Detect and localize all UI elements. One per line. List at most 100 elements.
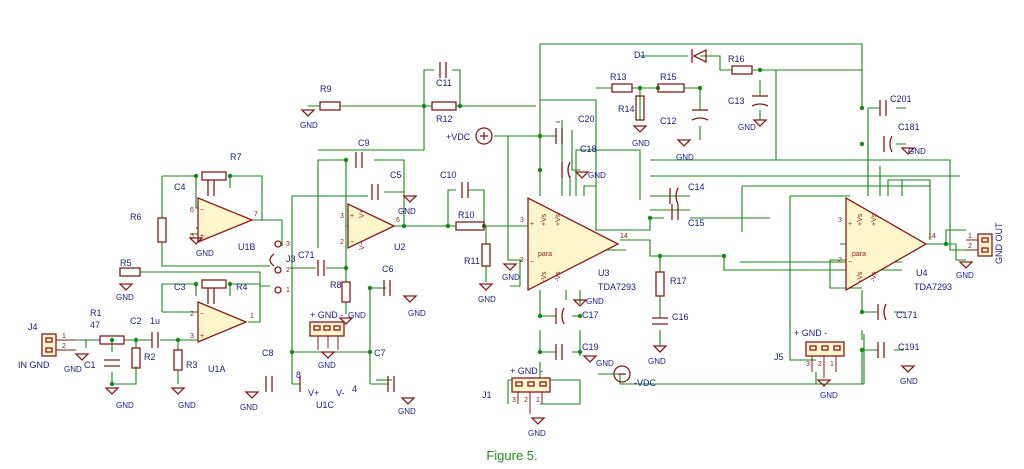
svg-text:2: 2 — [340, 239, 344, 246]
label-d1: D1 — [634, 50, 646, 60]
svg-text:GND: GND — [240, 403, 258, 412]
svg-text:V−: V− — [359, 241, 366, 250]
power-vdc-plus — [475, 127, 493, 145]
label-c2: C2 — [130, 316, 142, 326]
label-j1: J1 — [482, 390, 492, 400]
svg-text:GND: GND — [116, 293, 134, 302]
power-vdc-minus — [613, 365, 631, 383]
svg-text:3: 3 — [286, 241, 290, 248]
svg-text:2: 2 — [818, 361, 822, 368]
label-pin8: 8 — [296, 370, 301, 380]
svg-text:-Vs: -Vs — [555, 271, 562, 282]
label-c10: C10 — [440, 170, 457, 180]
svg-text:14: 14 — [620, 233, 628, 240]
label-r14: R14 — [618, 104, 635, 114]
svg-text:GND: GND — [196, 249, 214, 258]
opamp-u1b: −+ 657 — [190, 197, 258, 243]
wiring — [76, 43, 966, 405]
label-j5-header: + GND - — [794, 328, 827, 338]
label-r6: R6 — [130, 212, 142, 222]
label-c13: C13 — [728, 96, 745, 106]
svg-text:1: 1 — [536, 397, 540, 404]
opamp-u1a: −+ 231 — [190, 301, 254, 343]
svg-text:-Vs: -Vs — [541, 271, 548, 282]
label-c4: C4 — [174, 182, 186, 192]
capacitors — [104, 62, 893, 392]
figure-caption: Figure 5. — [486, 448, 538, 463]
label-c191: C191 — [898, 342, 920, 352]
label-c8: C8 — [262, 348, 274, 358]
label-j4: J4 — [28, 322, 38, 332]
svg-text:1: 1 — [286, 287, 290, 294]
label-c181: C181 — [898, 122, 920, 132]
label-c171: C171 — [896, 310, 918, 320]
label-r13: R13 — [610, 72, 627, 82]
svg-text:2: 2 — [286, 267, 290, 274]
connector-j4: 12 — [41, 333, 76, 357]
label-vplus: V+ — [308, 388, 319, 398]
svg-text:V+: V+ — [359, 209, 366, 218]
label-vdc-minus: -VDC — [634, 378, 656, 388]
svg-text:−: − — [350, 239, 354, 246]
svg-text:14: 14 — [928, 233, 936, 240]
label-c71: C71 — [298, 250, 315, 260]
label-c9: C9 — [358, 138, 370, 148]
label-j1-header: + GND - — [510, 366, 543, 376]
svg-text:−: − — [200, 311, 204, 318]
label-c11: C11 — [436, 78, 452, 88]
label-r8: R8 — [330, 280, 342, 290]
svg-text:+: + — [530, 221, 534, 228]
connector-out: 12 — [966, 233, 993, 257]
label-r10: R10 — [458, 210, 475, 220]
label-u4-part: TDA7293 — [914, 282, 952, 292]
svg-text:6: 6 — [190, 207, 194, 214]
label-r3: R3 — [186, 360, 198, 370]
label-r1: R1 — [90, 308, 102, 318]
label-r17: R17 — [670, 276, 687, 286]
label-gnd-out: GND OUT — [994, 222, 1004, 264]
svg-text:GND: GND — [398, 207, 416, 216]
label-r16: R16 — [728, 54, 745, 64]
label-r1-value: 47 — [90, 320, 100, 330]
svg-text:+: + — [200, 333, 204, 340]
label-r4: R4 — [236, 282, 248, 292]
label-u2: U2 — [394, 242, 406, 252]
label-u1c: U1C — [316, 400, 335, 410]
label-vdc-plus: +VDC — [446, 132, 471, 142]
label-c7: C7 — [374, 348, 386, 358]
svg-text:−: − — [848, 259, 852, 266]
label-c5: C5 — [390, 170, 402, 180]
svg-text:GND: GND — [738, 123, 756, 132]
svg-text:-Vs: -Vs — [871, 271, 878, 282]
connector-j3: 3 2 1 — [269, 240, 290, 294]
svg-text:2: 2 — [62, 343, 66, 350]
svg-text:2: 2 — [968, 243, 972, 250]
svg-text:1: 1 — [250, 313, 254, 320]
svg-text:+: + — [848, 221, 852, 228]
svg-text:GND: GND — [502, 273, 520, 282]
svg-text:para: para — [852, 251, 866, 258]
label-c15: C15 — [688, 218, 705, 228]
svg-text:GND: GND — [676, 153, 694, 162]
label-r11: R11 — [464, 256, 480, 266]
label-r2: R2 — [144, 352, 156, 362]
svg-text:3: 3 — [512, 397, 516, 404]
label-u1a: U1A — [208, 364, 226, 374]
label-c2-value: 1u — [150, 316, 160, 326]
svg-text:GND: GND — [528, 429, 546, 438]
svg-text:+Vs: +Vs — [541, 213, 548, 226]
svg-text:5: 5 — [190, 233, 194, 240]
svg-text:GND: GND — [178, 401, 196, 410]
svg-text:GND: GND — [820, 391, 838, 400]
svg-text:GND: GND — [588, 171, 606, 180]
label-u1b: U1B — [238, 242, 256, 252]
svg-text:GND: GND — [478, 295, 496, 304]
label-c19: C19 — [582, 342, 599, 352]
label-u4: U4 — [916, 268, 928, 278]
ground-labels: GND GND GND GND GND GND GND GND GND GND … — [64, 121, 974, 438]
svg-text:GND: GND — [632, 139, 650, 148]
